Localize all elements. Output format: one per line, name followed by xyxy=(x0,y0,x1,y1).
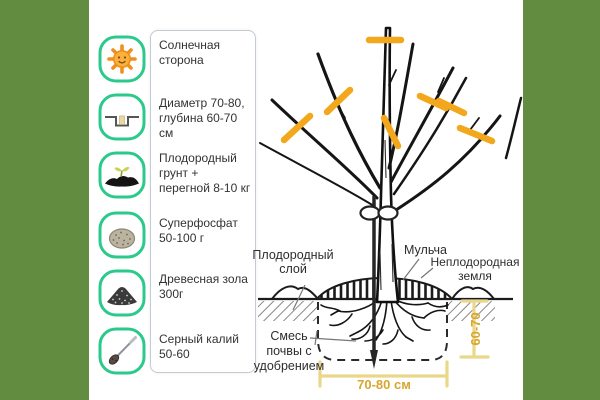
sun-icon xyxy=(97,34,147,84)
pit-width-dimension-label: 70-80 см xyxy=(357,377,411,392)
soil-icon xyxy=(97,150,147,200)
label-leader-lines xyxy=(292,258,434,346)
fertile-layer-label: Плодородный слой xyxy=(252,248,334,276)
ash-icon xyxy=(97,268,147,318)
width-dimension-line xyxy=(318,360,449,388)
right-mound xyxy=(450,286,497,300)
left-green-frame xyxy=(0,0,89,400)
right-green-frame xyxy=(523,0,600,400)
legend-label-sun: Солнечная сторона xyxy=(159,38,221,67)
left-mound xyxy=(270,285,321,300)
pit-depth-dimension-label: 60-70 xyxy=(468,312,483,346)
legend-panel xyxy=(150,30,256,373)
support-stake xyxy=(370,196,378,369)
legend-label-ash: Древесная зола 300г xyxy=(159,272,248,301)
branches xyxy=(259,42,523,212)
legend-label-potassium: Серный калий 50-60 xyxy=(159,332,239,361)
legend-label-superphosphate: Суперфосфат 50-100 г xyxy=(159,216,238,245)
superphosphate-icon xyxy=(97,210,147,260)
potassium-icon xyxy=(97,326,147,376)
trunk-tie xyxy=(359,205,399,221)
infertile-soil-label: Неплодородная земля xyxy=(430,255,520,283)
mulch-label: Мульча xyxy=(404,243,447,257)
trunk-shading xyxy=(379,139,394,291)
depth-dimension-line xyxy=(459,299,490,359)
planting-pit-outline xyxy=(317,302,448,361)
pruning-marks xyxy=(280,36,496,150)
legend-label-soil: Плодородный грунт + перегной 8-10 кг xyxy=(159,151,251,195)
roots xyxy=(320,299,449,345)
legend-label-pit: Диаметр 70-80, глубина 60-70 см xyxy=(159,96,245,140)
pit-icon xyxy=(97,92,147,142)
fertile-layer-hatch xyxy=(258,301,495,321)
soil-mix-label: Смесь почвы с удобрением xyxy=(253,329,325,373)
